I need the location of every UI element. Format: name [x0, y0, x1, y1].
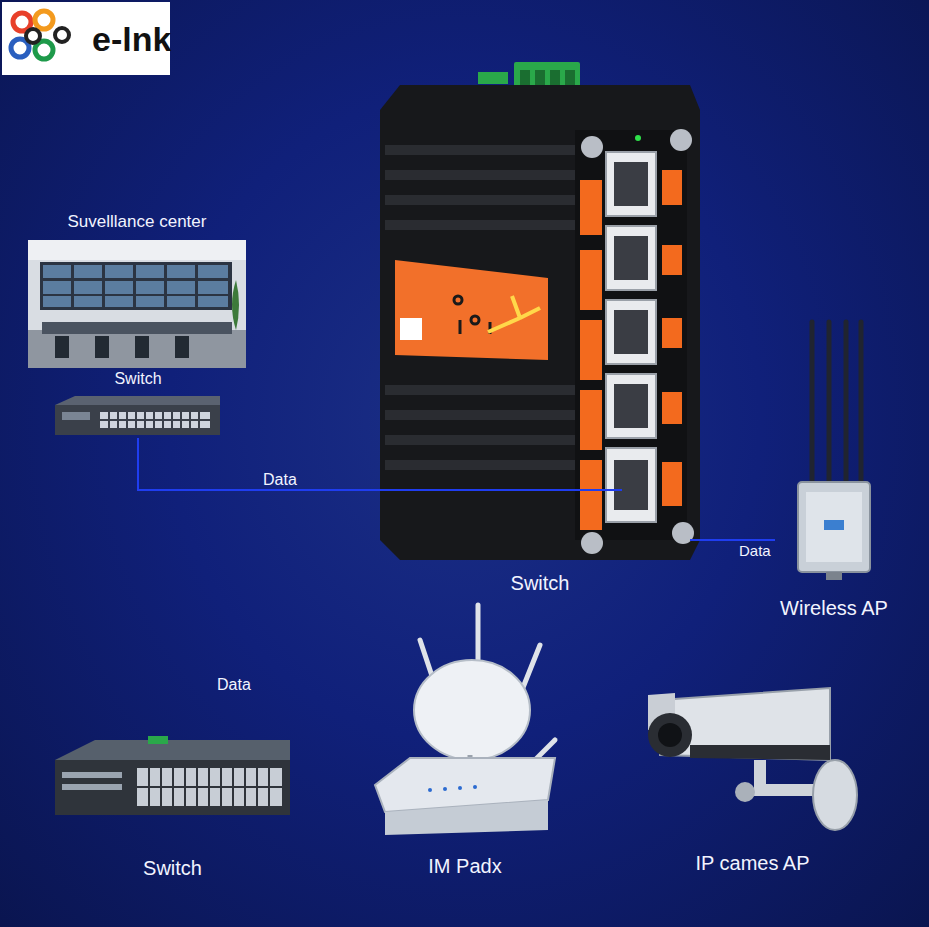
data-wire [690, 539, 700, 541]
network-switch: Switch [55, 738, 290, 880]
router-device: IM Padx [370, 600, 560, 878]
node-caption: Switch [35, 370, 241, 388]
switch-picture [55, 736, 290, 815]
logo-mark [11, 11, 69, 59]
brand-logo: e-lnk [92, 20, 171, 59]
ip-camera: IP cames AP [640, 680, 865, 875]
node-caption: Wireless AP [755, 597, 913, 620]
industrial-switch: Switch [380, 85, 700, 595]
network-switch: Switch [55, 370, 221, 438]
node-caption: IM Padx [350, 855, 580, 878]
edge-label: Data [739, 542, 771, 559]
wireless-ap-picture [798, 322, 870, 580]
ip-camera-picture [648, 688, 857, 830]
industrial-switch-picture [380, 62, 700, 560]
data-label: Data [217, 676, 251, 694]
edge-label: Data [263, 471, 297, 489]
data-wire [380, 489, 622, 491]
surveillance-center: Suvelllance center [28, 212, 246, 370]
surveillance-center-picture [28, 240, 246, 368]
node-caption: Switch [35, 857, 310, 880]
data-connector [700, 539, 775, 541]
wireless-ap: Wireless AP [775, 318, 893, 620]
node-caption: Switch [360, 572, 720, 595]
node-caption: Suvelllance center [8, 212, 266, 232]
data-connector [138, 438, 380, 490]
router-picture [375, 605, 555, 835]
switch-picture [55, 396, 220, 435]
node-caption: IP cames AP [620, 852, 885, 875]
